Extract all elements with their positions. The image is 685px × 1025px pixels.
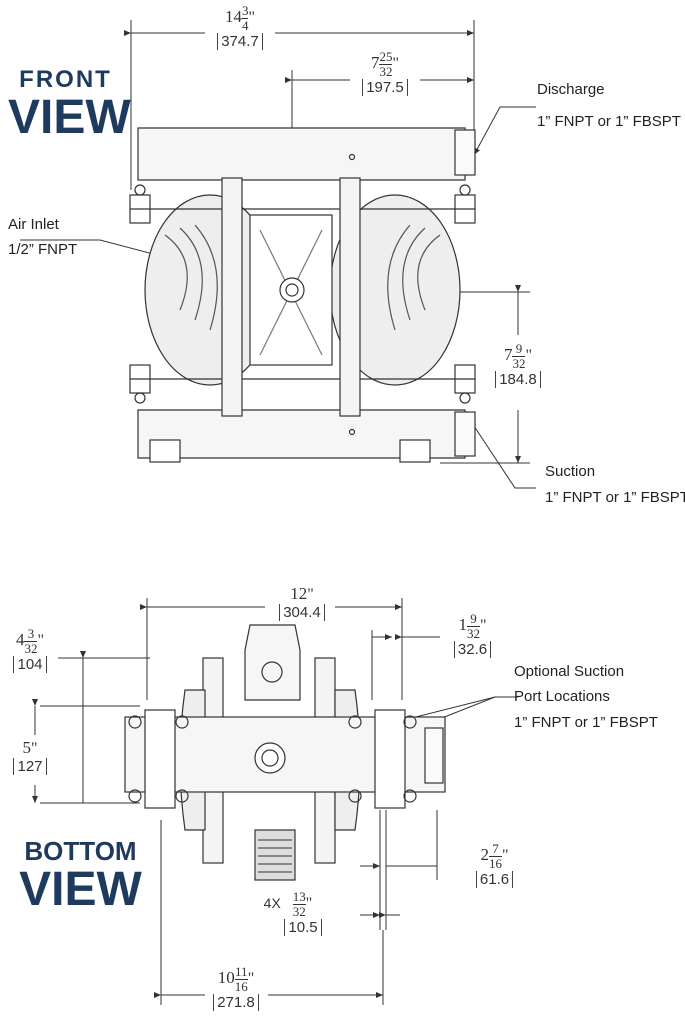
suction-label: Suction (545, 463, 596, 480)
air-inlet-label: Air Inlet (8, 216, 59, 233)
front-title-line2: VIEW (8, 91, 131, 144)
bottom-title-line1: BOTTOM (24, 836, 137, 866)
front-view-pump (129, 127, 476, 463)
bottom-title-line2: VIEW (19, 863, 142, 916)
bottom-view-pump (124, 624, 446, 881)
discharge-spec: 1” FNPT or 1” FBSPT (537, 113, 681, 130)
front-title-line1: FRONT (19, 66, 112, 93)
front-view-title: FRONT VIEW (8, 66, 131, 144)
bottom-overall-width-dim: 12" 304.4 (262, 584, 342, 622)
port-spec-label: 1” FNPT or 1” FBSPT (514, 714, 658, 731)
bottom-view-title: BOTTOM VIEW (18, 838, 143, 914)
discharge-label: Discharge (537, 81, 605, 98)
air-inlet-spec: 1/2” FNPT (8, 241, 78, 258)
suction-spec: 1” FNPT or 1” FBSPT (545, 489, 685, 506)
optional-suction-label: Optional Suction (514, 663, 625, 680)
bottom-mount-height-dim: 5" 127 (0, 738, 60, 776)
port-locations-label: Port Locations (514, 688, 610, 705)
